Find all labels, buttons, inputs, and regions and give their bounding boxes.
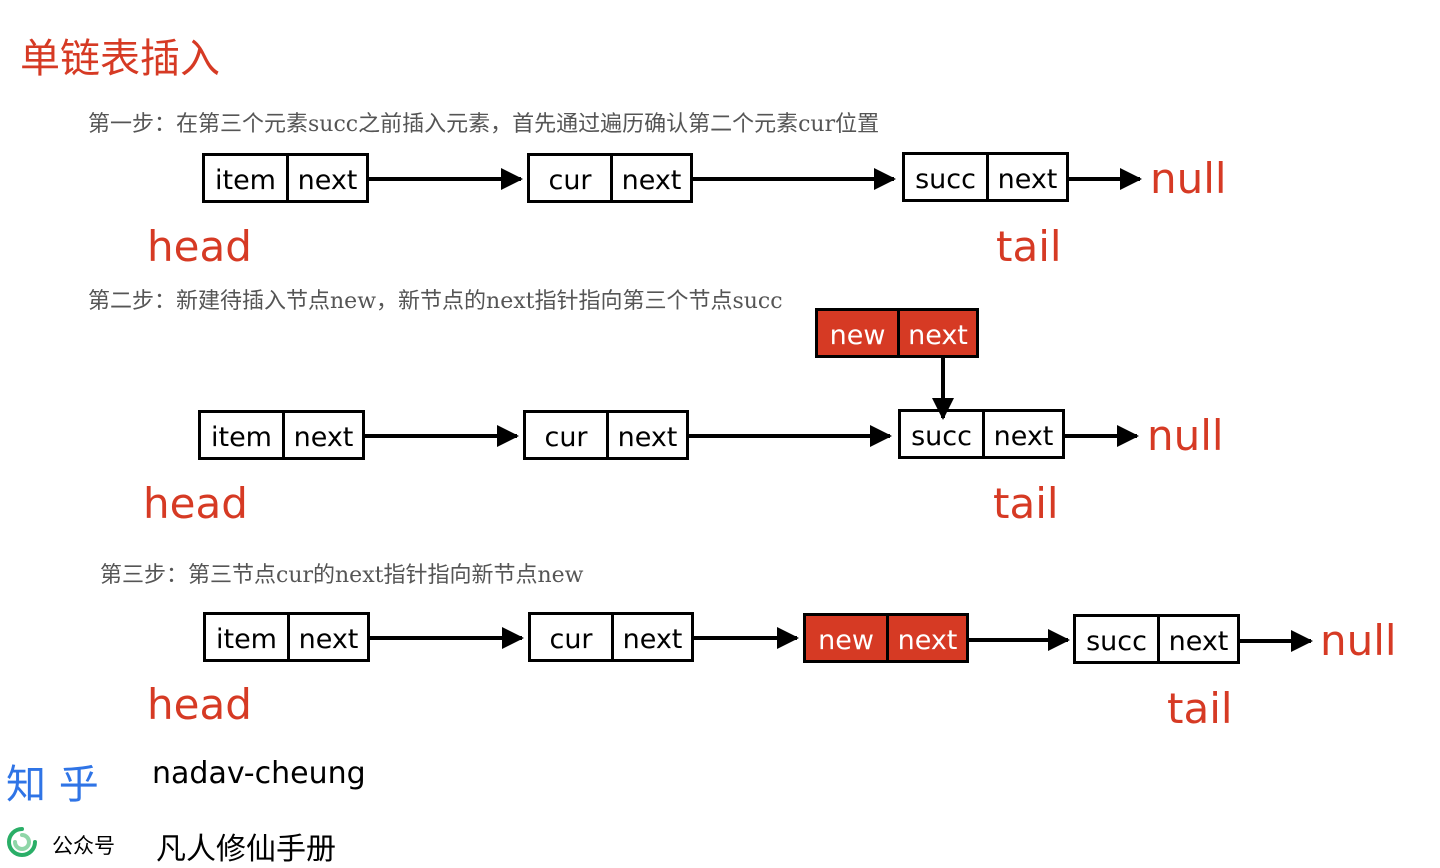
wechat-account-name: 凡人修仙手册 [156,832,336,867]
node-value: succ [901,412,985,456]
node-value: new [806,616,889,660]
node-value: cur [530,156,613,200]
step2-node-succ: succ next [898,409,1065,459]
zhihu-logo: 知 乎 [6,762,99,808]
step1-tail-label: tail [996,222,1062,271]
node-pointer: next [1168,625,1229,657]
step3-tail-label: tail [1167,684,1233,733]
node-pointer: next [993,420,1054,452]
node-pointer: next [621,164,682,196]
step2-head-label: head [143,479,248,528]
step1-node-item: item next [202,153,369,203]
step3-node-cur: cur next [528,612,694,662]
node-pointer: next [293,421,354,453]
wechat-channel-icon [6,826,38,862]
node-pointer: next [908,319,968,351]
node-value: item [201,413,285,457]
step2-null-label: null [1147,411,1224,460]
node-pointer: next [622,623,683,655]
step1-node-cur: cur next [527,153,693,203]
node-pointer: next [997,163,1058,195]
zhihu-username: nadav-cheung [152,756,366,791]
node-pointer: next [297,164,358,196]
step2-caption: 第二步：新建待插入节点new，新节点的next指针指向第三个节点succ [88,289,783,314]
node-value: cur [526,413,609,457]
node-value: new [818,311,900,355]
step1-null-label: null [1150,154,1227,203]
node-pointer: next [298,623,359,655]
node-value: item [205,156,289,200]
node-pointer: next [897,624,958,656]
wechat-account-label: 公众号 [52,834,115,858]
step3-node-item: item next [203,612,370,662]
step2-node-item: item next [198,410,365,460]
node-value: succ [1076,617,1160,661]
node-value: succ [905,155,989,199]
step3-node-new: new next [803,613,969,663]
step1-node-succ: succ next [902,152,1069,202]
step3-null-label: null [1320,616,1397,665]
step2-node-new: new next [815,308,979,358]
node-value: cur [531,615,614,659]
node-value: item [206,615,290,659]
node-pointer: next [617,421,678,453]
step2-tail-label: tail [993,479,1059,528]
step1-caption: 第一步：在第三个元素succ之前插入元素，首先通过遍历确认第二个元素cur位置 [88,112,880,137]
step3-caption: 第三步：第三节点cur的next指针指向新节点new [100,563,584,588]
step1-head-label: head [147,222,252,271]
step3-head-label: head [147,680,252,729]
step3-node-succ: succ next [1073,614,1240,664]
step2-node-cur: cur next [523,410,689,460]
page-title: 单链表插入 [20,36,220,82]
